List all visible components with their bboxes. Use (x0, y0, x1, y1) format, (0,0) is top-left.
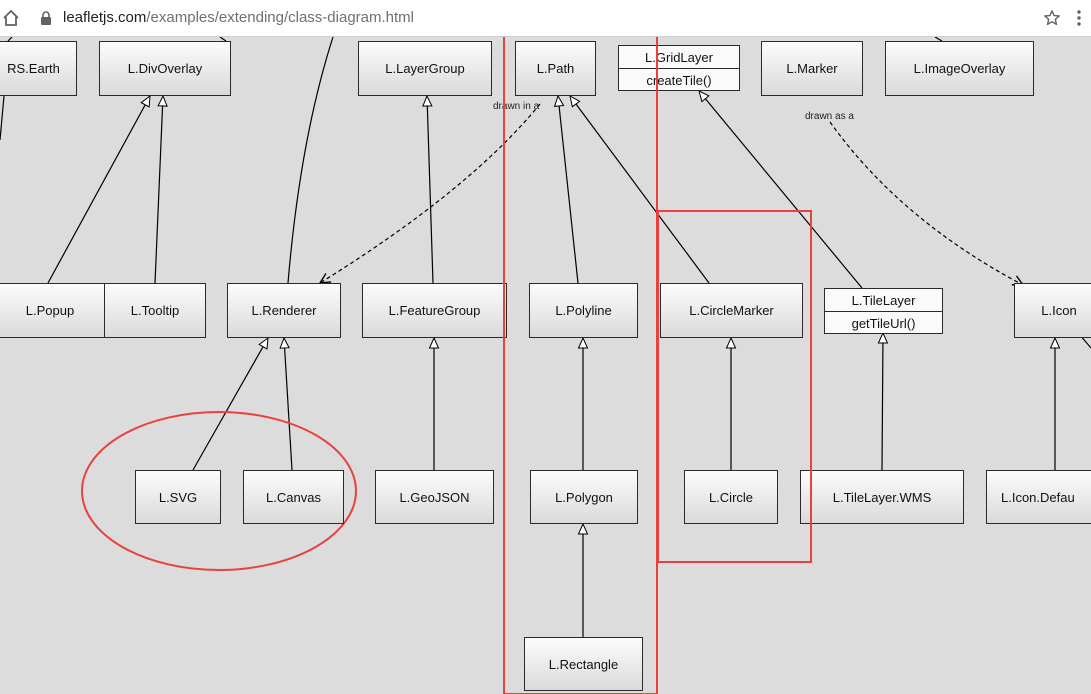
url-host: leafletjs.com (63, 9, 147, 26)
edge-canvas-renderer (284, 338, 293, 471)
bookmark-star-icon[interactable] (1043, 9, 1061, 27)
class-gridlayer[interactable]: L.GridLayer createTile() (618, 45, 740, 91)
label-drawn-in: drawn in a (493, 101, 540, 112)
edge-path-drawn-in-renderer (320, 103, 541, 283)
class-circle[interactable]: L.Circle (684, 470, 778, 524)
class-icon[interactable]: L.Icon (1014, 283, 1091, 338)
class-layergroup[interactable]: L.LayerGroup (358, 41, 492, 96)
edge-tooltip-divoverlay (154, 96, 163, 284)
edge-polyline-path (558, 96, 579, 284)
edge-crs-up (7, 37, 13, 42)
url-path: /examples/extending/class-diagram.html (146, 9, 414, 26)
gridlayer-name: L.GridLayer (645, 49, 713, 65)
class-crs-earth[interactable]: RS.Earth (0, 41, 77, 96)
class-featuregroup[interactable]: L.FeatureGroup (362, 283, 507, 338)
highlight-box-circle-hierarchy (657, 210, 812, 563)
edge-divoverlay-up (219, 37, 227, 42)
tilelayer-name: L.TileLayer (851, 292, 916, 308)
class-popup[interactable]: L.Popup (0, 283, 110, 338)
edge-svg-renderer (192, 338, 268, 471)
class-diagram: RS.Earth L.DivOverlay L.LayerGroup L.Pat… (0, 37, 1091, 694)
class-imageoverlay[interactable]: L.ImageOverlay (885, 41, 1034, 96)
edge-marker-drawn-as-icon (829, 121, 1023, 285)
inheritance-edges (0, 37, 1091, 637)
edge-renderer-up (287, 37, 334, 284)
class-divoverlay[interactable]: L.DivOverlay (99, 41, 231, 96)
class-tooltip[interactable]: L.Tooltip (104, 283, 206, 338)
class-icon-default[interactable]: L.Icon.Defau (986, 470, 1091, 524)
edge-featuregroup-layergroup (427, 96, 434, 284)
class-geojson[interactable]: L.GeoJSON (375, 470, 494, 524)
more-menu-icon[interactable] (1074, 9, 1084, 27)
edge-imageoverlay-up (934, 37, 943, 42)
address-bar[interactable]: leafletjs.com/examples/extending/class-d… (63, 9, 414, 26)
edge-wms-tilelayer (882, 333, 883, 471)
label-drawn-as: drawn as a (805, 111, 854, 122)
class-renderer[interactable]: L.Renderer (227, 283, 341, 338)
tilelayer-method: getTileUrl() (825, 311, 942, 334)
class-tilelayer-wms[interactable]: L.TileLayer.WMS (800, 470, 964, 524)
class-marker[interactable]: L.Marker (761, 41, 863, 96)
highlight-box-path-hierarchy (503, 37, 658, 694)
lock-icon[interactable] (40, 11, 52, 25)
highlight-ellipse-renderers (81, 411, 357, 571)
home-icon[interactable] (2, 9, 20, 27)
class-path[interactable]: L.Path (515, 41, 596, 96)
gridlayer-method: createTile() (619, 68, 739, 91)
class-polygon[interactable]: L.Polygon (530, 470, 638, 524)
browser-toolbar: leafletjs.com/examples/extending/class-d… (0, 0, 1091, 37)
class-rectangle[interactable]: L.Rectangle (524, 637, 643, 691)
class-circlemarker[interactable]: L.CircleMarker (660, 283, 803, 338)
edge-left-offscreen (0, 95, 5, 141)
class-polyline[interactable]: L.Polyline (529, 283, 638, 338)
class-tilelayer[interactable]: L.TileLayer getTileUrl() (824, 288, 943, 334)
class-svg[interactable]: L.SVG (135, 470, 221, 524)
edge-circlemarker-path (570, 96, 710, 284)
class-canvas[interactable]: L.Canvas (243, 470, 344, 524)
edge-tilelayer-gridlayer (699, 91, 863, 289)
edge-popup-divoverlay (47, 96, 150, 284)
